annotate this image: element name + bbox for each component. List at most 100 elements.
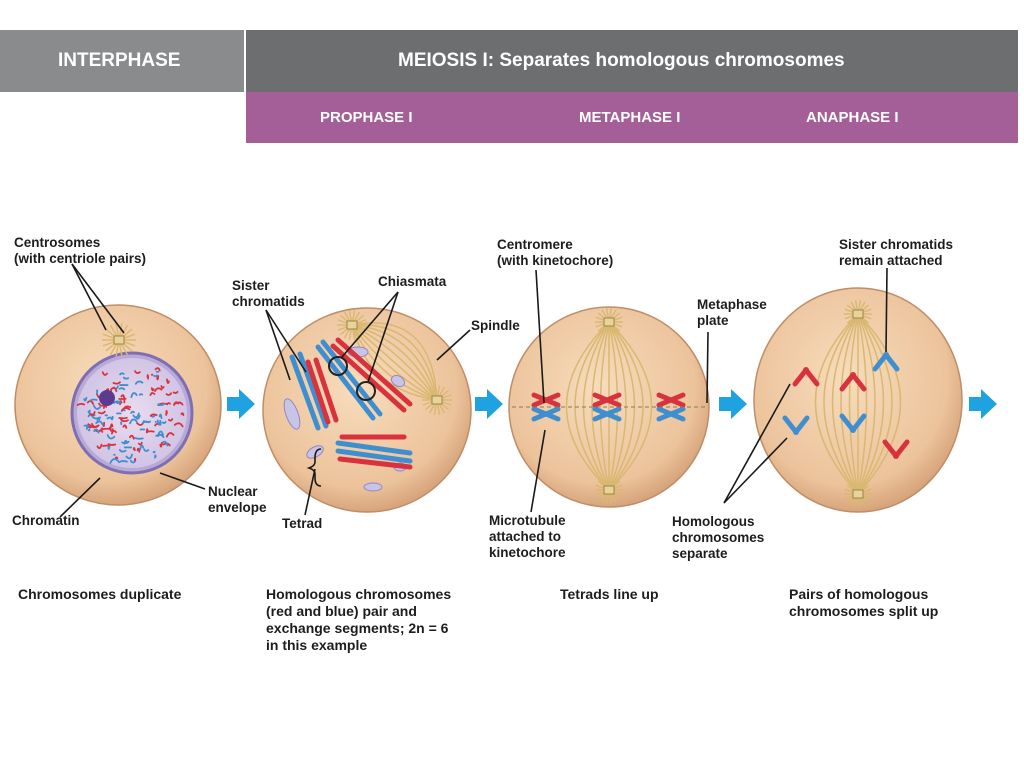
arrow-4 xyxy=(969,389,997,419)
chromatin-strand xyxy=(97,410,106,415)
chromatin-strand xyxy=(130,410,135,414)
spindle-fiber xyxy=(857,313,876,495)
blue-chromatid xyxy=(335,448,413,464)
chromatin-strand xyxy=(154,387,163,392)
chromatin-strand xyxy=(146,430,155,433)
red-chromatid xyxy=(656,392,686,408)
chromatin-strand xyxy=(118,387,126,391)
label-tetrad: Tetrad xyxy=(282,516,323,531)
label-sister-chromatids: Sister chromatids xyxy=(232,278,305,310)
label-attached-line1: Sister chromatids xyxy=(839,237,954,252)
label-sister-line1: Sister xyxy=(232,278,270,293)
label-centromere: Centromere (with kinetochore) xyxy=(497,237,613,269)
chromatin-strand xyxy=(96,417,101,422)
chromatin-strand xyxy=(137,441,143,446)
label-microtubule: Microtubule attached to kinetochore xyxy=(489,513,566,561)
label-homo-line1: Homologous xyxy=(672,514,755,529)
chromatin-strand xyxy=(150,414,156,418)
label-attached-line2: remain attached xyxy=(839,253,943,268)
spindle-fiber xyxy=(857,313,893,495)
label-sister-line2: chromatids xyxy=(232,294,305,309)
chromatin-strand xyxy=(149,413,158,417)
blue-chromatid xyxy=(289,354,321,431)
phase-metaphase: METAPHASE I xyxy=(579,109,681,126)
chromatin-strand xyxy=(89,411,96,417)
chromatin-strand xyxy=(180,412,185,417)
red-chromatid xyxy=(531,392,561,408)
spindle-fiber xyxy=(351,324,438,401)
spindle-fiber xyxy=(565,321,610,491)
chromatin-strand xyxy=(138,393,144,396)
chromatin-strand xyxy=(134,370,141,374)
label-sister-attached: Sister chromatids remain attached xyxy=(839,237,953,269)
chromatin-strand xyxy=(106,434,116,440)
chromatin-strand xyxy=(153,374,158,378)
chromatin-strand xyxy=(110,429,117,435)
label-centrosomes: Centrosomes (with centriole pairs) xyxy=(14,235,146,267)
chromatin-strand xyxy=(109,426,114,432)
centriole xyxy=(431,395,443,405)
chromatin-strand xyxy=(93,404,101,410)
chromatin-strand xyxy=(112,381,121,385)
chromatin-strand xyxy=(161,420,167,424)
chromatin-strand xyxy=(150,387,155,392)
chromatin-strand xyxy=(96,443,103,450)
blue-chromatid xyxy=(656,406,686,422)
phase-bar xyxy=(246,92,1018,143)
chromatin-strand xyxy=(136,447,141,453)
label-micro-line1: Microtubule xyxy=(489,513,566,528)
label-chromatin: Chromatin xyxy=(12,513,80,528)
label-nuclear-line1: Nuclear xyxy=(208,484,258,499)
chromatin-strand xyxy=(159,441,163,448)
arrow-3 xyxy=(719,389,747,419)
arrows xyxy=(227,389,997,419)
blue-chromatid xyxy=(592,406,622,422)
chromatin-strand xyxy=(119,372,125,376)
label-chiasmata: Chiasmata xyxy=(378,274,447,289)
label-homologous-separate: Homologous chromosomes separate xyxy=(672,514,764,562)
spindle-fiber xyxy=(823,313,859,495)
chromatin-strand xyxy=(166,378,170,384)
label-centrosomes-line2: (with centriole pairs) xyxy=(14,251,147,266)
chromatin-strand xyxy=(134,414,141,420)
chromatin-strand xyxy=(134,380,144,385)
caption-interphase: Chromosomes duplicate xyxy=(18,586,181,603)
chromatin-strand xyxy=(166,402,171,406)
label-homo-line3: separate xyxy=(672,546,728,561)
chromatin-strand xyxy=(87,409,91,414)
chromatin-strand xyxy=(109,423,114,430)
caption-prophase-line1: Homologous chromosomes xyxy=(266,586,452,602)
chromatin-strand xyxy=(118,448,127,453)
chromatin-strand xyxy=(115,400,121,405)
chiasma-2 xyxy=(356,381,376,401)
centriole xyxy=(346,320,358,330)
label-metaphase-plate: Metaphase plate xyxy=(697,297,767,329)
chromatin-strand xyxy=(165,432,175,438)
chromatin-strand xyxy=(165,410,168,416)
chromatin-strand xyxy=(156,419,162,426)
kinetochore xyxy=(793,429,799,435)
spindle-fiber xyxy=(831,313,859,495)
chromatin-strand xyxy=(142,420,152,423)
label-homo-line2: chromosomes xyxy=(672,530,765,545)
chromatin-strand xyxy=(107,443,117,446)
spindle-fiber xyxy=(599,321,610,491)
caption-prophase-line2: (red and blue) pair and xyxy=(266,603,417,619)
chromatin-strand xyxy=(129,418,138,425)
chromatin-strand xyxy=(172,390,179,394)
spindle-fiber xyxy=(857,313,885,495)
chromatin-strand xyxy=(122,376,130,380)
blue-chromatid xyxy=(335,440,413,456)
chromatin-strand xyxy=(146,374,149,380)
spindle-fiber xyxy=(814,313,859,495)
chromatin-strand xyxy=(157,430,164,436)
chromatin-strand xyxy=(120,394,126,399)
chromatin-strand xyxy=(132,447,136,452)
caption-anaphase-line2: chromosomes split up xyxy=(789,603,939,619)
interphase-title: INTERPHASE xyxy=(58,50,181,71)
chromatin-strand xyxy=(130,392,138,399)
chromatin-strand xyxy=(88,423,99,429)
chromatin-strand xyxy=(122,424,128,429)
chromatin-strand xyxy=(95,420,104,426)
